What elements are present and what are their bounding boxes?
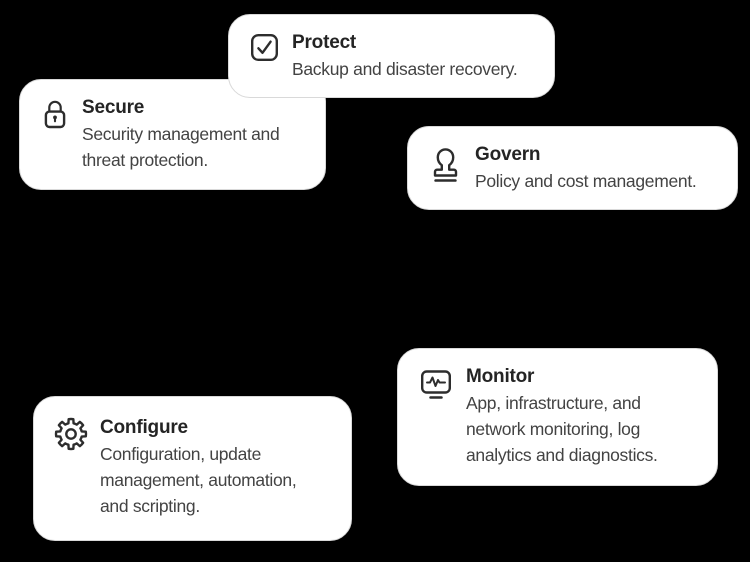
card-govern: Govern Policy and cost management. — [407, 126, 738, 210]
card-description: Backup and disaster recovery. — [292, 59, 518, 79]
gear-icon — [54, 417, 88, 451]
card-description: Policy and cost management. — [475, 171, 697, 191]
monitor-pulse-icon — [418, 366, 454, 403]
card-title: Monitor — [466, 366, 535, 387]
card-description: Configuration, update management, automa… — [100, 444, 297, 516]
card-title: Configure — [100, 417, 188, 438]
card-description: App, infrastructure, and network monitor… — [466, 393, 658, 465]
card-title: Secure — [82, 97, 145, 118]
checkbox-check-icon — [249, 32, 280, 63]
card-monitor: Monitor App, infrastructure, and network… — [397, 348, 718, 486]
card-description: Security management and threat protectio… — [82, 124, 280, 170]
lock-icon — [40, 97, 70, 133]
stamp-icon — [428, 144, 463, 187]
card-title: Protect — [292, 32, 357, 53]
card-title: Govern — [475, 144, 541, 165]
card-protect: Protect Backup and disaster recovery. — [228, 14, 555, 98]
card-configure: Configure Configuration, update manageme… — [33, 396, 352, 541]
